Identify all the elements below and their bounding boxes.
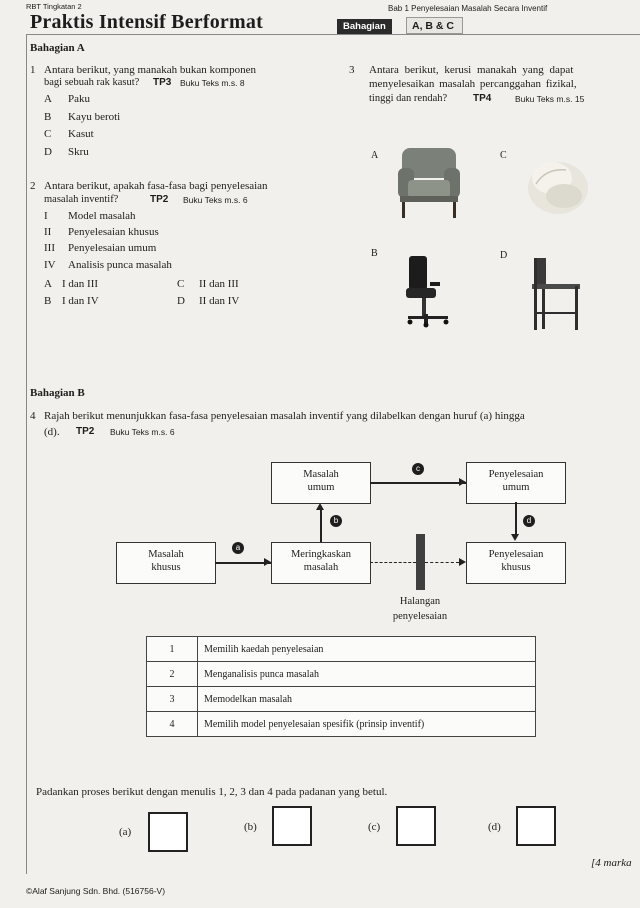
parts-badge: A, B & C <box>406 17 463 34</box>
dashed-path <box>370 562 416 563</box>
barrier-bar <box>416 534 425 590</box>
textbook-ref: Buku Teks m.s. 6 <box>183 195 248 205</box>
question-text: Antara berikut, yang manakah bukan kompo… <box>44 64 256 76</box>
header-right-small: Bab 1 Penyelesaian Masalah Secara Invent… <box>388 4 548 13</box>
question-text: Rajah berikut menunjukkan fasa-fasa peny… <box>44 410 525 422</box>
page-title: Praktis Intensif Berformat <box>30 11 263 33</box>
answer-label-a: (a) <box>119 826 132 838</box>
textbook-ref: Buku Teks m.s. 6 <box>110 427 175 437</box>
round-sofa-chair-icon[interactable] <box>526 154 590 216</box>
question-number: 2 <box>30 180 36 192</box>
arrow-a-line <box>215 562 271 564</box>
marks-label: [4 marka <box>591 857 632 869</box>
arrow-d-line <box>515 502 517 536</box>
box-masalah-khusus: Masalah khusus <box>116 542 216 584</box>
answer-box-b[interactable] <box>272 806 312 846</box>
arrow-head-icon <box>316 503 324 510</box>
dashed-path <box>425 562 459 563</box>
answer-box-d[interactable] <box>516 806 556 846</box>
question-text: (d). <box>44 426 60 438</box>
question-number: 1 <box>30 64 36 76</box>
section-badge: Bahagian <box>337 19 392 34</box>
question-text: menyelesaikan masalah percanggahan fizik… <box>369 78 577 90</box>
header-left-small: RBT Tingkatan 2 <box>26 2 82 11</box>
question-text: Antara berikut, kerusi manakah yang dapa… <box>369 64 574 76</box>
label-c: c <box>412 463 424 475</box>
arrow-head-icon <box>459 558 466 566</box>
armchair-icon[interactable] <box>396 146 462 220</box>
chair-label-d: D <box>500 250 508 261</box>
copyright: ©Alaf Sanjung Sdn. Bhd. (516756-V) <box>26 886 166 896</box>
label-d: d <box>523 515 535 527</box>
textbook-ref: Buku Teks m.s. 8 <box>180 78 245 88</box>
question-text: Antara berikut, apakah fasa-fasa bagi pe… <box>44 180 268 192</box>
box-penyelesaian-khusus: Penyelesaian khusus <box>466 542 566 584</box>
chair-label-b: B <box>371 248 378 259</box>
box-penyelesaian-umum: Penyelesaian umum <box>466 462 566 504</box>
answer-label-c: (c) <box>368 821 381 833</box>
tp-tag: TP2 <box>150 194 169 205</box>
question-number: 4 <box>30 410 36 422</box>
chair-label-a: A <box>371 150 379 161</box>
textbook-ref: Buku Teks m.s. 15 <box>515 94 585 104</box>
answer-label-b: (b) <box>244 821 257 833</box>
chair-label-c: C <box>500 150 507 161</box>
label-a: a <box>232 542 244 554</box>
top-divider <box>26 34 640 35</box>
section-a-label: Bahagian A <box>30 42 85 54</box>
question-text: masalah inventif? <box>44 194 119 205</box>
tp-tag: TP4 <box>473 93 492 104</box>
answer-label-d: (d) <box>488 821 501 833</box>
arrow-head-icon <box>511 534 519 541</box>
tp-tag: TP2 <box>76 426 95 437</box>
arrow-top-line <box>370 482 466 484</box>
tp-tag: TP3 <box>153 77 172 88</box>
office-chair-icon[interactable] <box>404 254 454 328</box>
label-b: b <box>330 515 342 527</box>
arrow-head-icon <box>264 558 271 566</box>
box-meringkaskan: Meringkaskan masalah <box>271 542 371 584</box>
answer-box-c[interactable] <box>396 806 436 846</box>
box-masalah-umum: Masalah umum <box>271 462 371 504</box>
question-text: bagi sebuah rak kasut? <box>44 77 140 88</box>
left-margin-line <box>26 34 27 874</box>
arrow-b-line <box>320 508 322 542</box>
question-text: tinggi dan rendah? <box>369 93 448 104</box>
wooden-chair-icon[interactable] <box>528 256 584 332</box>
section-b-label: Bahagian B <box>30 387 85 399</box>
answer-box-a[interactable] <box>148 812 188 852</box>
question-number: 3 <box>349 64 355 76</box>
arrow-head-icon <box>459 478 466 486</box>
halangan-label: Halangan penyelesaian <box>392 596 448 622</box>
instruction-text: Padankan proses berikut dengan menulis 1… <box>36 786 388 798</box>
